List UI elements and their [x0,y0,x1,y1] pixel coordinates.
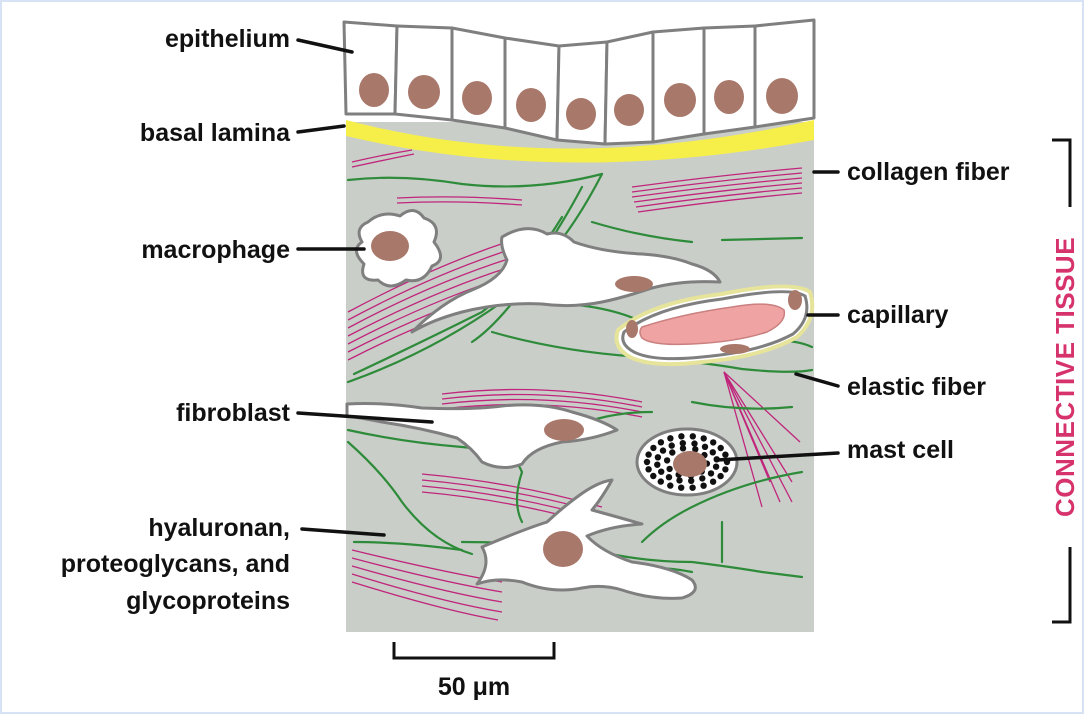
label-fibroblast: fibroblast [176,399,291,427]
mast-cell-granule [701,443,709,450]
capillary-vessel [614,284,815,367]
mast-cell-granule [722,451,729,458]
mast-cell-granule [645,451,652,458]
basal-lamina-layer [346,120,814,163]
mast-cell-granule [712,463,720,470]
mast-cell-granule [699,475,706,482]
label-collagen-fiber: collagen fiber [847,158,1010,186]
mast-cell-granule [678,433,685,440]
scale-bar-graphic [392,642,556,660]
mast-cell-granule [667,435,674,442]
mast-cell-granule [692,446,699,453]
mast-cell-granule [710,439,717,446]
mast-cell-granule [654,454,662,461]
label-connective-tissue: CONNECTIVE TISSUE [1050,237,1080,517]
label-epithelium: epithelium [165,25,290,53]
mast-cell-granule [688,477,695,484]
label-basal-lamina: basal lamina [140,119,291,147]
mast-cell-granule [658,468,665,475]
mast-cell-granule [691,440,698,447]
mast-cell-granule [707,470,715,477]
mast-cell-granule [669,449,676,456]
mast-cell-granule [678,484,685,491]
mast-cell-granule [643,458,651,466]
label-mast-cell: mast cell [847,436,954,464]
label-elastic-fiber: elastic fiber [847,373,986,401]
label-leaders [296,38,840,537]
fibroblast-lower [475,478,697,600]
mast-cell-granule [659,447,667,454]
mast-cell-granule [645,466,652,473]
label-gag-line2: proteoglycans, and [61,550,290,578]
label-gag-line3: glycoproteins [126,587,290,615]
label-scale-bar: 50 μm [438,673,510,701]
mast-cell-granule [700,482,707,489]
mast-cell-granule [650,444,657,452]
mast-cell-granule [679,445,687,452]
collagen-fibers [347,149,803,621]
mast-cell-granule [709,449,716,456]
mast-cell-granule [717,472,724,480]
mast-cell-granule [665,474,673,481]
mast-cell-granule [689,484,696,491]
mast-cell-granule [717,444,724,452]
mast-cell-granule [668,442,675,449]
mast-cell-granule [657,478,664,485]
mast-cell-granule [666,465,673,473]
mast-cell-granule [700,435,707,442]
mast-cell-granule [679,440,686,447]
mast-cell [635,427,739,497]
mast-cell-granule [689,433,696,440]
fibroblast-upper [410,227,722,334]
mast-cell-granule [676,477,683,484]
mast-cell-granule [667,482,674,489]
mast-cell-granule [654,461,661,468]
mast-cell-granule [657,439,665,446]
label-macrophage: macrophage [141,236,290,264]
mast-cell-granule [663,457,671,464]
connective-tissue-bracket [1052,138,1072,624]
epithelium-layer [342,18,816,146]
mast-cell-granule [650,472,657,480]
macrophage-cell [355,209,442,288]
mast-cell-granule [722,466,729,473]
mast-cell-granule [709,478,717,485]
label-capillary: capillary [847,301,949,329]
label-gag-line1: hyaluronan, [148,514,290,542]
